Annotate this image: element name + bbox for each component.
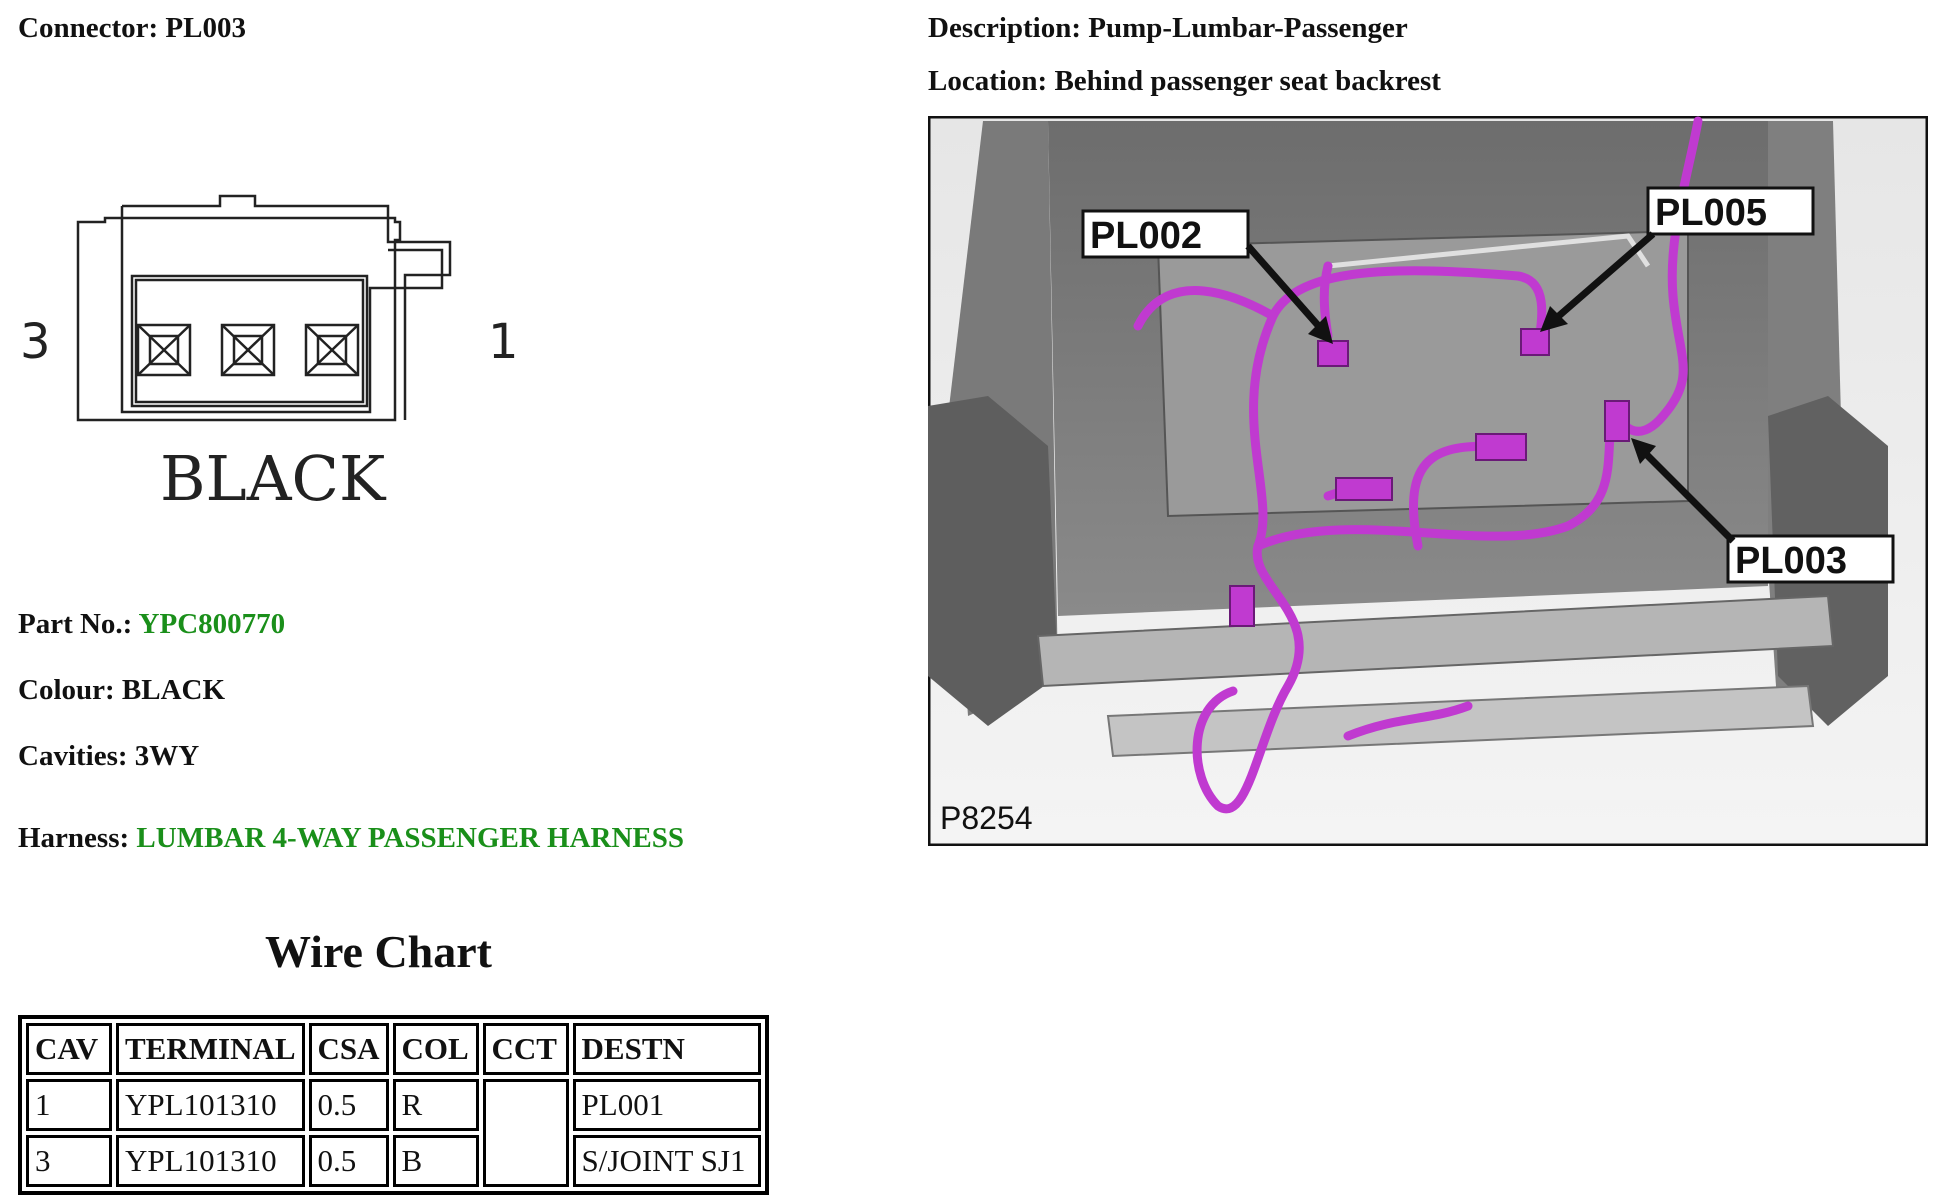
callout-pl002-label: PL002 — [1090, 215, 1202, 257]
header-col: COL — [392, 1023, 479, 1075]
harness-connectors — [1229, 328, 1630, 627]
cell-col: B — [392, 1135, 479, 1187]
cavities-label: Cavities: — [18, 740, 128, 772]
cavities-value: 3WY — [134, 740, 200, 772]
connector-face-diagram: 3 1 BLACK — [20, 194, 519, 515]
location-value: Behind passenger seat backrest — [1054, 65, 1441, 97]
seat-rail — [1106, 684, 1815, 758]
header-cct: CCT — [482, 1023, 569, 1075]
pin-number-right: 1 — [488, 314, 519, 370]
seat-cushion-left — [928, 396, 1058, 726]
colour-value: BLACK — [121, 674, 226, 706]
cavity-3 — [136, 323, 192, 377]
location-line: Location: Behind passenger seat backrest — [928, 65, 1441, 98]
part-number-line: Part No.: YPC800770 — [18, 608, 285, 641]
cell-terminal: YPL101310 — [116, 1135, 305, 1187]
image-reference-code: P8254 — [940, 800, 1033, 836]
wire-chart-title: Wire Chart — [265, 926, 492, 977]
connector-pl003-body — [1604, 400, 1630, 442]
pin-number-left: 3 — [20, 314, 51, 370]
cell-destn: PL001 — [572, 1079, 761, 1131]
header-csa: CSA — [308, 1023, 389, 1075]
connector-pl005-body — [1520, 328, 1550, 356]
cavity-1 — [304, 323, 360, 377]
part-number-link[interactable]: YPC800770 — [138, 608, 286, 640]
table-row: 1 YPL101310 0.5 R PL001 — [26, 1079, 761, 1187]
callout-pl003: PL003 — [1631, 438, 1895, 584]
callout-pl003-label: PL003 — [1735, 540, 1847, 582]
callout-pl002: PL002 — [1081, 209, 1333, 344]
cavities-line: Cavities: 3WY — [18, 740, 199, 773]
connector-pl002-body — [1317, 340, 1349, 367]
cell-cct — [482, 1079, 569, 1187]
callout-pl005: PL005 — [1540, 186, 1815, 332]
table-header-row: CAV TERMINAL CSA COL CCT DESTN — [26, 1023, 761, 1075]
cell-col: R — [392, 1079, 479, 1131]
cavity-frame — [130, 274, 369, 408]
harness-link[interactable]: LUMBAR 4-WAY PASSENGER HARNESS — [136, 822, 685, 854]
description-line: Description: Pump-Lumbar-Passenger — [928, 12, 1408, 45]
cavity-2 — [220, 323, 276, 377]
table-row: 3 YPL101310 0.5 B S/JOINT SJ1 — [26, 1135, 761, 1187]
connector-label: Connector: — [18, 12, 159, 44]
cell-destn: S/JOINT SJ1 — [572, 1135, 761, 1187]
colour-line: Colour: BLACK — [18, 674, 225, 707]
callout-pl005-label: PL005 — [1655, 192, 1767, 234]
header-destn: DESTN — [572, 1023, 761, 1075]
location-label: Location: — [928, 65, 1048, 97]
connector-value: PL003 — [165, 12, 246, 44]
connector-outer-shell — [76, 216, 402, 422]
connector-colour-text: BLACK — [160, 442, 387, 515]
harness-line: Harness: LUMBAR 4-WAY PASSENGER HARNESS — [18, 822, 684, 855]
part-number-label: Part No.: — [18, 608, 133, 640]
seat-crossbar — [1036, 594, 1835, 688]
wire-chart-table: CAV TERMINAL CSA COL CCT DESTN 1 YPL1013… — [18, 1015, 769, 1195]
cell-csa: 0.5 — [308, 1135, 389, 1187]
connector-location-image: PL002 PL005 PL003 P8254 — [928, 116, 1928, 846]
cell-cav: 1 — [26, 1079, 112, 1131]
connector-inner-body — [120, 206, 444, 414]
cell-cav: 3 — [26, 1135, 112, 1187]
description-label: Description: — [928, 12, 1082, 44]
header-terminal: TERMINAL — [116, 1023, 305, 1075]
lumbar-support-plate — [1156, 229, 1689, 518]
header-cav: CAV — [26, 1023, 112, 1075]
colour-label: Colour: — [18, 674, 115, 706]
harness-label: Harness: — [18, 822, 130, 854]
connector-line: Connector: PL003 — [18, 12, 246, 45]
description-value: Pump-Lumbar-Passenger — [1088, 12, 1408, 44]
cell-csa: 0.5 — [308, 1079, 389, 1131]
cell-terminal: YPL101310 — [116, 1079, 305, 1131]
